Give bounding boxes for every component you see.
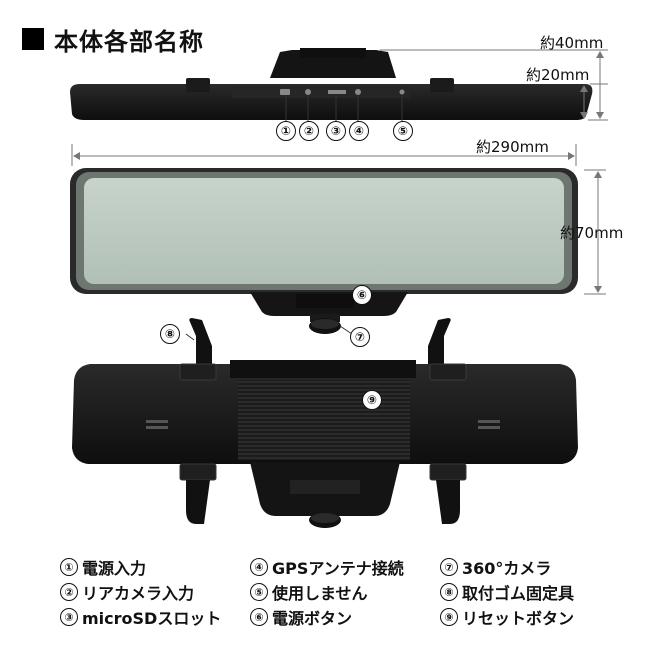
heat-sink [238, 380, 410, 460]
legend-badge-6: ⑥ [250, 608, 268, 626]
legend-text-7: 360°カメラ [462, 559, 552, 578]
legend-item-9: ⑨ リセットボタン [440, 605, 574, 629]
legend-item-8: ⑧ 取付ゴム固定具 [440, 580, 574, 604]
legend-badge-9: ⑨ [440, 608, 458, 626]
legend-badge-4: ④ [250, 558, 268, 576]
legend-item-3: ③ microSDスロット [60, 605, 221, 629]
legend-item-7: ⑦ 360°カメラ [440, 555, 551, 579]
callout-6: ⑥ [352, 285, 372, 305]
port-panel [232, 86, 410, 98]
power-button-area [296, 294, 354, 308]
legend-text-8: 取付ゴム固定具 [462, 584, 575, 603]
legend-badge-5: ⑤ [250, 583, 268, 601]
unused-port [399, 89, 405, 95]
rear-camera-port [305, 89, 311, 95]
front-view [70, 144, 606, 335]
rear-view [72, 318, 578, 528]
legend-badge-7: ⑦ [440, 558, 458, 576]
top-clip-left [186, 78, 210, 92]
dimension-total-height: 約40mm [540, 34, 604, 52]
legend-text-1: 電源入力 [82, 559, 147, 578]
dimension-height: 約70mm [560, 224, 624, 242]
title-text: 本体各部名称 [54, 27, 204, 56]
gps-port [355, 89, 361, 95]
legend-item-1: ① 電源入力 [60, 555, 146, 579]
legend-item-2: ② リアカメラ入力 [60, 580, 194, 604]
legend-item-6: ⑥ 電源ボタン [250, 605, 352, 629]
callout-9: ⑨ [362, 390, 382, 410]
legend-text-4: GPSアンテナ接続 [272, 559, 404, 578]
callout-4: ④ [349, 121, 369, 141]
rear-clip-bottom-left [186, 480, 210, 524]
title-square-icon [22, 28, 44, 50]
dimension-width: 約290mm [476, 138, 549, 156]
mirror-screen [84, 178, 564, 284]
legend-item-5: ⑤ 使用しません [250, 580, 368, 604]
callout-8: ⑧ [160, 324, 180, 344]
sd-slot [328, 90, 346, 94]
callout-2: ② [299, 121, 319, 141]
power-port [280, 89, 290, 95]
page-title: 本体各部名称 [22, 24, 204, 56]
rear-clip-top-right [428, 318, 451, 366]
top-mount-cap [300, 48, 366, 58]
legend-text-2: リアカメラ入力 [82, 584, 195, 603]
callout-1: ① [276, 121, 296, 141]
top-body [70, 84, 593, 120]
legend-badge-2: ② [60, 583, 78, 601]
legend-text-9: リセットボタン [462, 609, 575, 628]
legend-item-4: ④ GPSアンテナ接続 [250, 555, 404, 579]
rear-clip-top-left [189, 318, 212, 366]
legend-text-6: 電源ボタン [272, 609, 353, 628]
callout-3: ③ [326, 121, 346, 141]
rear-clip-bottom-right [436, 480, 460, 524]
dimension-body-height: 約20mm [526, 66, 590, 84]
top-clip-right [430, 78, 454, 92]
legend-badge-8: ⑧ [440, 583, 458, 601]
callout-7: ⑦ [350, 327, 370, 347]
top-view [70, 48, 608, 121]
legend-badge-3: ③ [60, 608, 78, 626]
callout-5: ⑤ [393, 121, 413, 141]
legend-text-5: 使用しません [272, 584, 368, 603]
legend-badge-1: ① [60, 558, 78, 576]
legend-text-3: microSDスロット [82, 609, 222, 628]
